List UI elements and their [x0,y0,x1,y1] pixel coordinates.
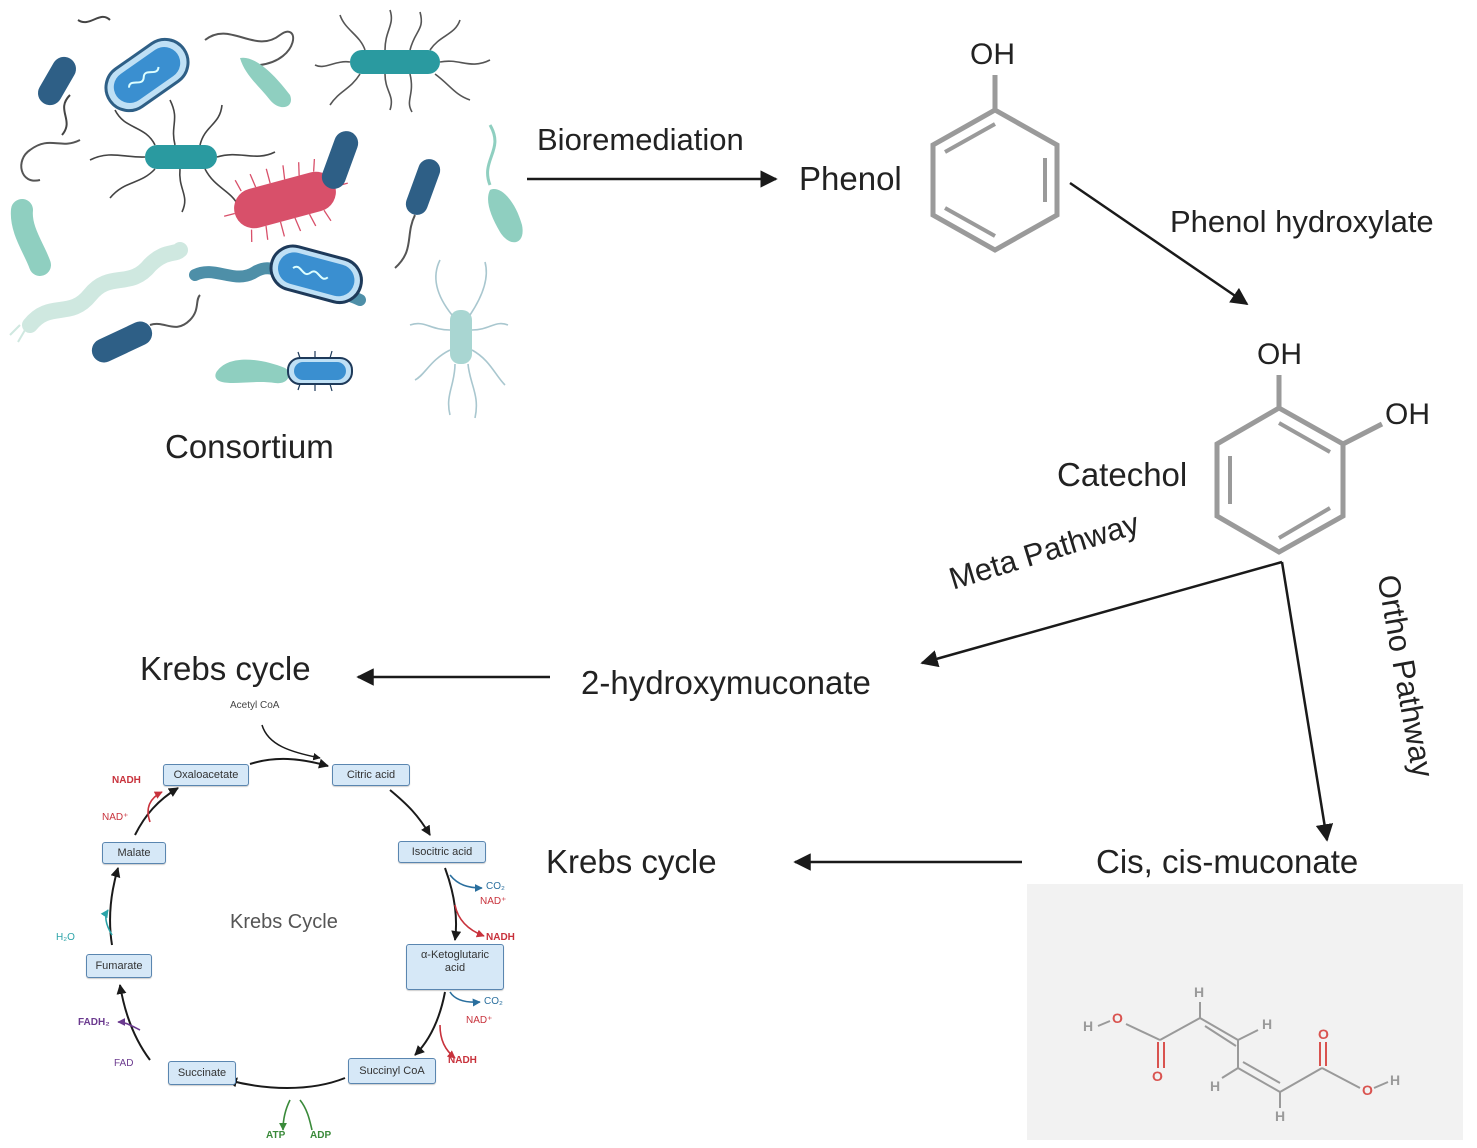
krebs-succinate: Succinate [168,1061,236,1085]
consortium-label: Consortium [165,428,334,465]
muconate-h4: H [1275,1108,1286,1124]
krebs-fadh2: FADH₂ [78,1017,110,1028]
phenol-hydroxylate-label: Phenol hydroxylate [1170,204,1434,239]
krebs-atp: ATP [266,1130,286,1141]
krebs-oxaloacetate: Oxaloacetate [163,764,249,786]
krebs-co2-2: CO₂ [484,996,503,1007]
krebs-isocitric-acid: Isocitric acid [398,841,486,863]
muconate-h2: H [1262,1016,1273,1032]
krebs-nad-1: NAD⁺ [102,812,129,823]
bacteria-consortium-illustration [9,9,523,419]
ortho-pathway-arrow [1280,561,1334,842]
muconate-h1: H [1194,984,1205,1000]
krebs-nad-2: NAD⁺ [480,896,507,907]
krebs-ketoglutaric-line1: α-Ketoglutaric [420,949,490,961]
muconate-o-left-bottom: O [1152,1068,1163,1084]
muconate-o-right-bottom: O [1362,1082,1373,1098]
phenol-hydroxylate-arrow [1069,181,1249,306]
muconate-h-left: H [1083,1018,1094,1034]
krebs-citric-acid: Citric acid [332,764,410,786]
krebs-adp: ADP [310,1130,332,1141]
krebs-acetyl-coa: Acetyl CoA [230,700,280,711]
phenol-oh-label: OH [970,38,1015,71]
muconate-o-right-top: O [1318,1026,1329,1042]
krebs-fad: FAD [114,1058,134,1069]
krebs-cycle-top-label: Krebs cycle [140,650,311,687]
krebs-co2-1: CO₂ [486,881,505,892]
krebs-h2o: H₂O [56,932,75,943]
meta-pathway-arrow [920,560,1283,668]
pathway-arrows [356,170,1334,871]
krebs-succinyl-coa: Succinyl CoA [348,1058,436,1084]
krebs-ketoglutaric-acid: α-Ketoglutaric acid [406,944,504,990]
krebs-fumarate: Fumarate [86,954,152,978]
krebs-nadh-1: NADH [112,775,141,786]
muconate-h-right: H [1390,1072,1401,1088]
catechol-oh2-label: OH [1385,398,1430,431]
phenol-label: Phenol [799,160,902,197]
krebs-cofactor-arrows [100,791,485,1131]
muconate-h3: H [1210,1078,1221,1094]
catechol-oh1-label: OH [1257,338,1302,371]
catechol-structure [1214,375,1384,555]
krebs-nadh-2: NADH [486,932,515,943]
krebs-center-title: Krebs Cycle [230,911,338,933]
muconate-o-left-top: O [1112,1010,1123,1026]
cis-cis-muconate-label: Cis, cis-muconate [1096,843,1359,880]
bioremediation-label: Bioremediation [537,122,744,157]
krebs-nad-3: NAD⁺ [466,1015,493,1026]
krebs-ketoglutaric-line2: acid [444,962,466,974]
krebs-nadh-3: NADH [448,1055,477,1066]
krebs-malate: Malate [102,842,166,864]
krebs-cycle-bottom-label: Krebs cycle [546,843,717,880]
catechol-label: Catechol [1057,456,1188,493]
krebs-cycle-arrows [109,724,462,1089]
hydroxymuconate-label: 2-hydroxymuconate [581,664,871,701]
muconate-structure-panel [1027,884,1463,1140]
phenol-structure [930,75,1060,253]
